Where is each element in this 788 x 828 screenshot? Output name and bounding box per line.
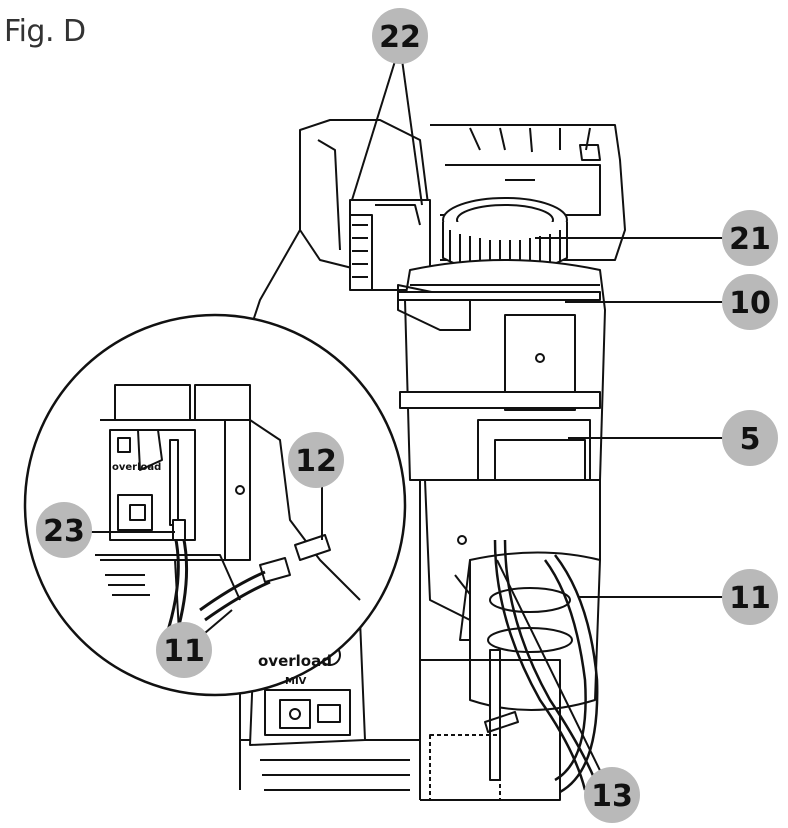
- svg-text:12: 12: [295, 444, 337, 479]
- svg-text:21: 21: [729, 222, 771, 257]
- inset-detail: [23, 313, 407, 697]
- svg-text:10: 10: [729, 286, 771, 321]
- callout-10: 10: [722, 274, 778, 330]
- callout-5: 5: [722, 410, 778, 466]
- svg-text:23: 23: [43, 514, 85, 549]
- mode-label: MIV: [285, 676, 307, 687]
- callout-21: 21: [722, 210, 778, 266]
- svg-text:22: 22: [379, 20, 421, 55]
- svg-text:5: 5: [740, 422, 761, 457]
- callout-23: 23: [36, 502, 92, 558]
- coolant-hose: [493, 539, 599, 794]
- callout-13: 13: [584, 767, 640, 823]
- leader-lines: [64, 44, 728, 796]
- svg-text:11: 11: [163, 634, 205, 669]
- callout-22: 22: [372, 8, 428, 64]
- panel-text: overload overload MIV: [112, 462, 332, 687]
- svg-text:11: 11: [729, 581, 771, 616]
- callout-12: 12: [288, 432, 344, 488]
- callouts: 22 21 10 5 12 23 11 11: [36, 8, 778, 823]
- overload-label-main: overload: [258, 652, 332, 670]
- callout-11-inset: 11: [156, 622, 212, 678]
- callout-11-main: 11: [722, 569, 778, 625]
- figure-title: Fig. D: [4, 14, 86, 49]
- svg-text:13: 13: [591, 779, 633, 814]
- overload-label-inset: overload: [112, 462, 161, 473]
